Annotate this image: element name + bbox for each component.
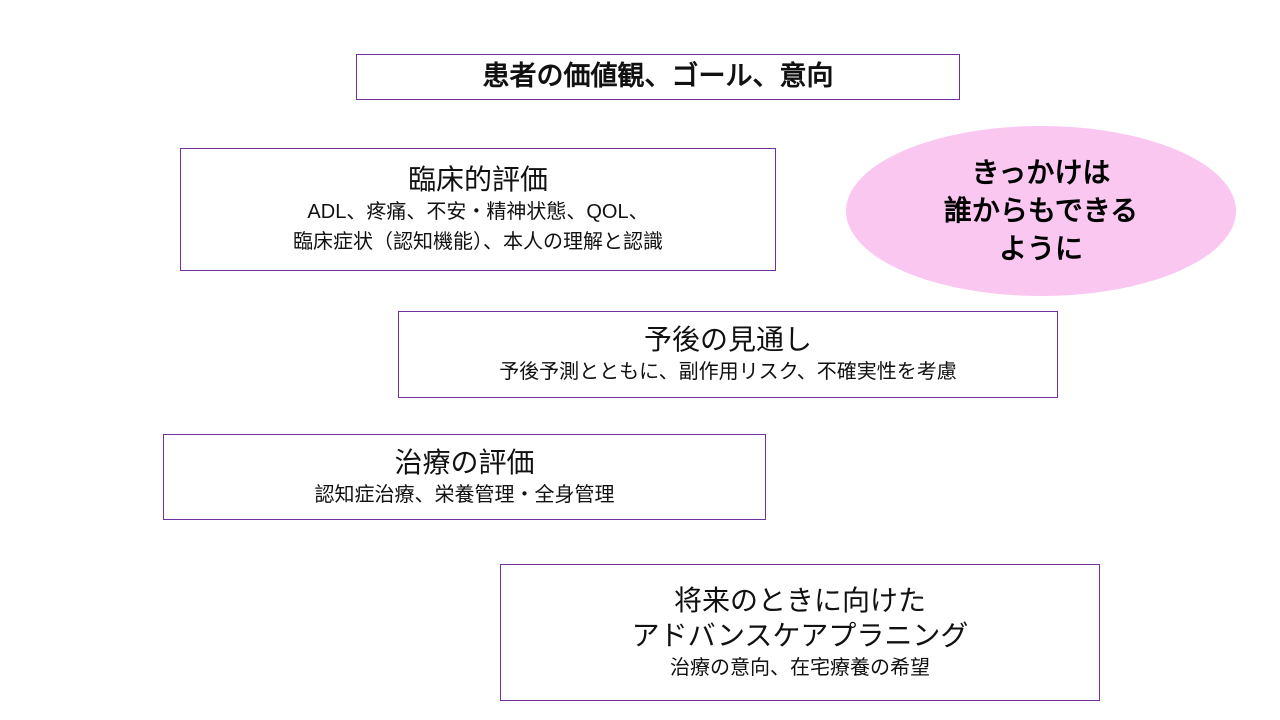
trigger-ellipse-line2: 誰からもできる [943,195,1139,227]
patient-values-title: 患者の価値観、ゴール、意向 [482,61,834,92]
clinical-evaluation-box: 臨床的評価 ADL、疼痛、不安・精神状態、QOL、 臨床症状（認知機能）、本人の… [180,148,776,271]
treatment-evaluation-box: 治療の評価 認知症治療、栄養管理・全身管理 [163,434,766,520]
treatment-evaluation-line1: 認知症治療、栄養管理・全身管理 [314,483,615,506]
acp-line1: 治療の意向、在宅療養の希望 [670,656,930,679]
acp-title-line1: 将来のときに向けた [673,584,926,616]
acp-title-line2: アドバンスケアプラニング [631,619,969,651]
trigger-ellipse-line1: きっかけは [971,157,1111,189]
acp-box: 将来のときに向けた アドバンスケアプラニング 治療の意向、在宅療養の希望 [500,564,1100,701]
clinical-evaluation-line2: 臨床症状（認知機能）、本人の理解と認識 [293,231,663,253]
clinical-evaluation-line1: ADL、疼痛、不安・精神状態、QOL、 [307,201,649,223]
clinical-evaluation-title: 臨床的評価 [407,164,548,195]
prognosis-title: 予後の見通し [643,324,812,355]
trigger-ellipse-line3: ように [998,232,1083,264]
trigger-ellipse: きっかけは 誰からもできる ように [846,126,1236,296]
treatment-evaluation-title: 治療の評価 [394,446,535,478]
patient-values-box: 患者の価値観、ゴール、意向 [356,54,960,100]
prognosis-line1: 予後予測とともに、副作用リスク、不確実性を考慮 [499,361,957,383]
prognosis-box: 予後の見通し 予後予測とともに、副作用リスク、不確実性を考慮 [398,311,1058,398]
